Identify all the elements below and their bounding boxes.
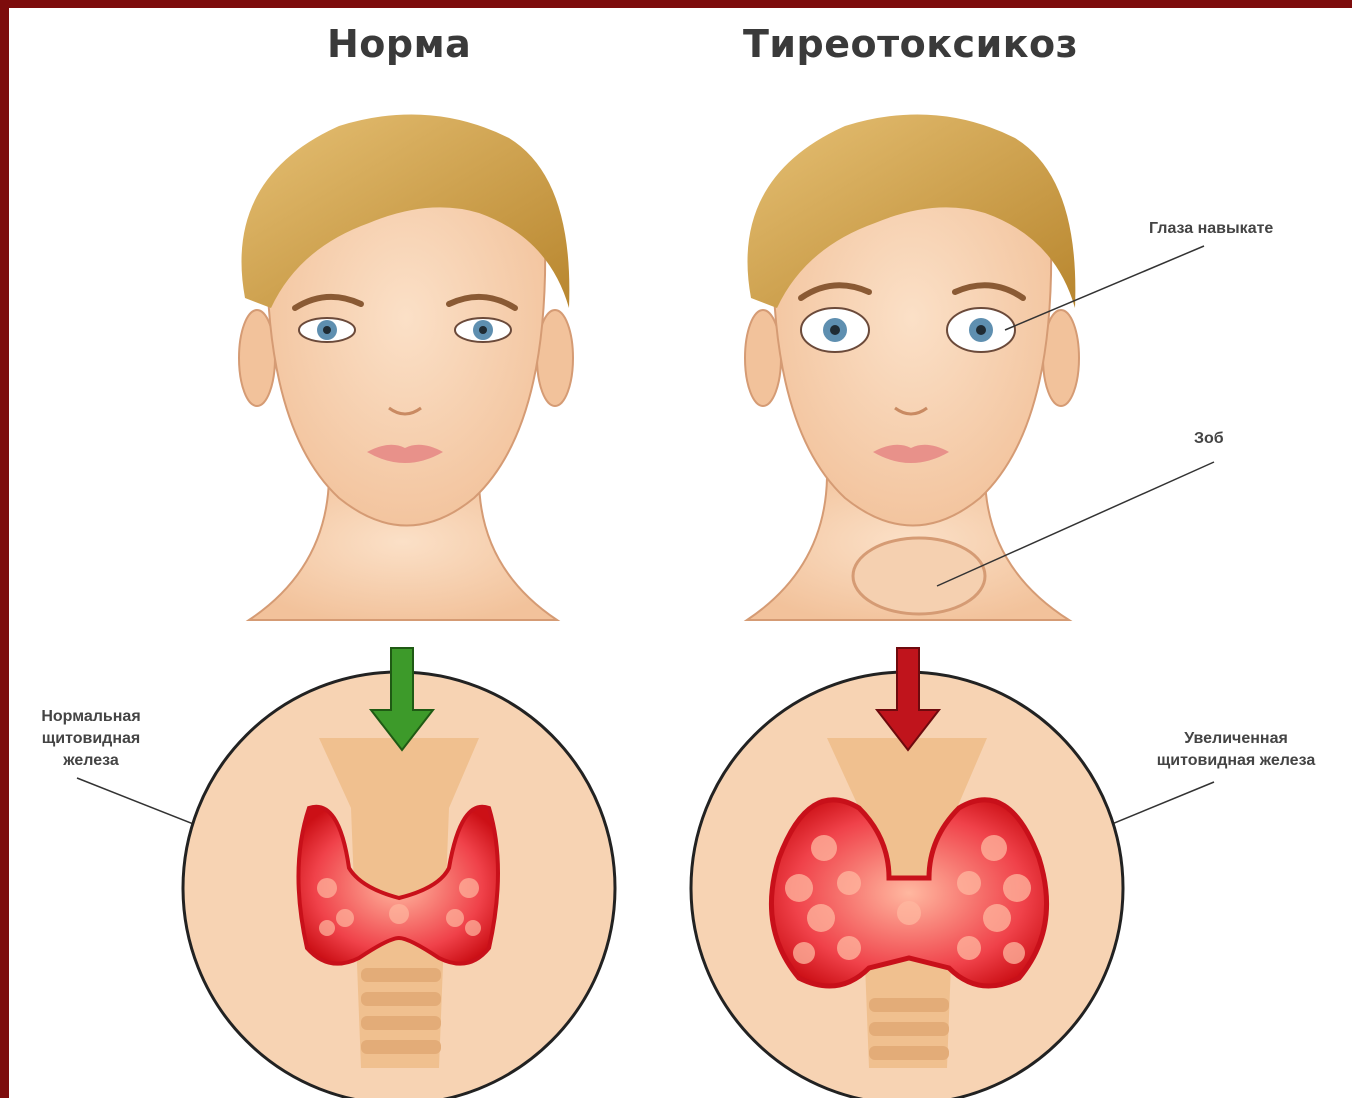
- label-normal-gland: Нормальная щитовидная железа: [21, 706, 161, 772]
- heading-thyrotoxicosis: Тиреотоксикоз: [743, 22, 1078, 66]
- label-goiter: Зоб: [1194, 428, 1224, 450]
- infographic: Норма Тиреотоксикоз Глаза навыкате Зоб Н…: [9, 8, 1352, 1098]
- heading-normal: Норма: [327, 22, 471, 66]
- label-enlarged-gland: Увеличенная щитовидная железа: [1121, 728, 1351, 772]
- illustration-canvas: [9, 8, 1352, 1098]
- normal-face: [239, 114, 573, 620]
- label-eyes: Глаза навыкате: [1149, 218, 1273, 240]
